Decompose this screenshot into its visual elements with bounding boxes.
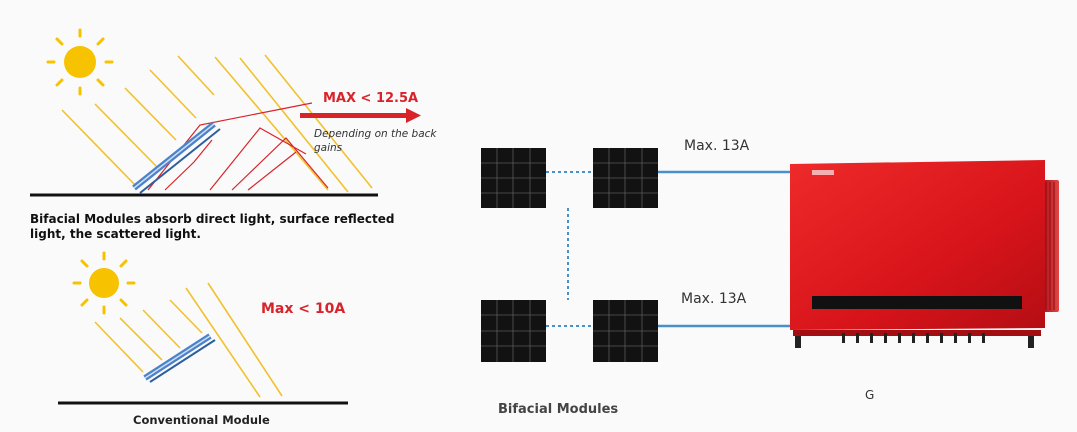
inverter	[790, 160, 1059, 348]
bifacial-modules-label: Bifacial Modules	[498, 402, 619, 417]
red-arrow	[300, 108, 421, 123]
sunlight-rays-bottom	[94, 282, 283, 398]
module-bottom-right	[593, 300, 658, 362]
conventional-caption: Conventional Module	[133, 413, 270, 427]
reflected-light	[139, 102, 329, 191]
dc-cables	[658, 170, 790, 328]
sunlight-rays-top	[61, 54, 373, 193]
back-gain-note: Depending on the back gains	[314, 128, 437, 154]
sun-icon-bottom	[72, 251, 136, 315]
conventional-current-label: Max < 10A	[261, 301, 346, 317]
string-current-bottom: Max. 13A	[681, 291, 747, 307]
bifacial-caption: Bifacial Modules absorb direct light, su…	[30, 212, 395, 241]
bifacial-current-label: MAX < 12.5A	[323, 91, 419, 106]
sun-icon-top	[46, 28, 114, 96]
string-current-top: Max. 13A	[684, 138, 750, 154]
module-interconnects	[546, 171, 593, 327]
module-bottom-left	[481, 300, 546, 362]
conventional-panel	[143, 333, 216, 383]
inverter-label: G	[865, 388, 875, 402]
module-top-right	[593, 148, 658, 208]
module-top-left	[481, 148, 546, 208]
bifacial-panel-top	[132, 121, 221, 194]
